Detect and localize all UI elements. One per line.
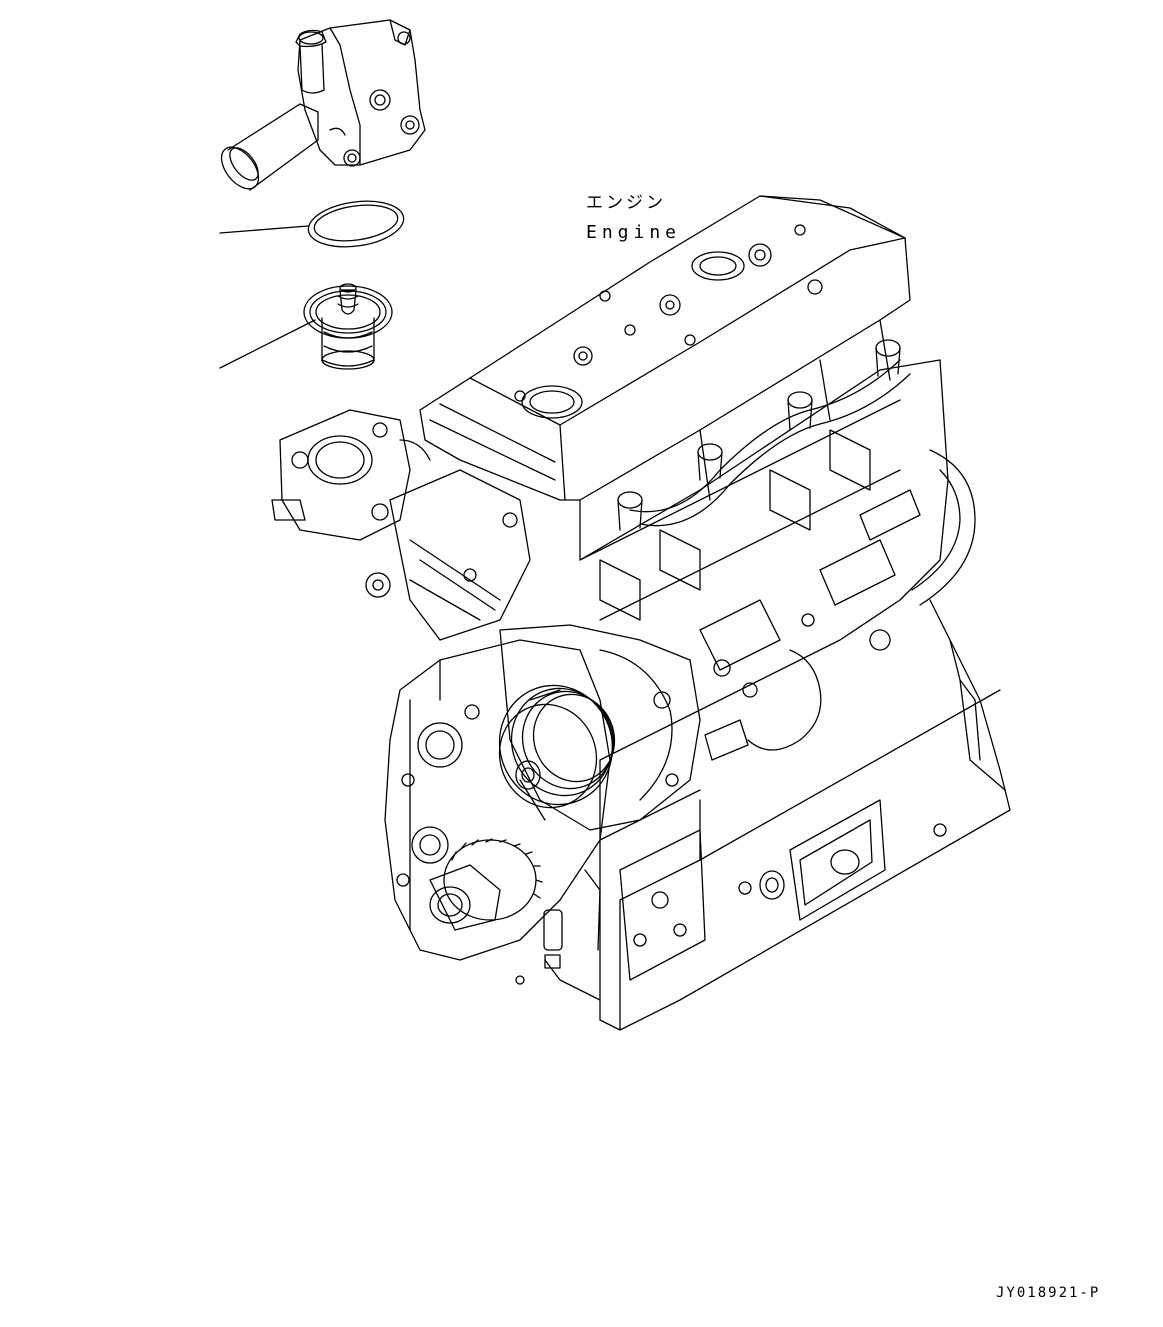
leader-line-o-ring bbox=[220, 226, 308, 233]
engine-label-english: Engine bbox=[586, 222, 682, 243]
thermostat-housing bbox=[214, 20, 425, 196]
thermostat bbox=[304, 284, 392, 369]
drawing-code: JY018921-P bbox=[996, 1285, 1101, 1301]
engine-label-japanese: エンジン bbox=[586, 193, 666, 213]
o-ring-seal bbox=[305, 196, 406, 253]
engine-assembly bbox=[272, 196, 1010, 1030]
leader-line-thermostat bbox=[220, 320, 315, 368]
